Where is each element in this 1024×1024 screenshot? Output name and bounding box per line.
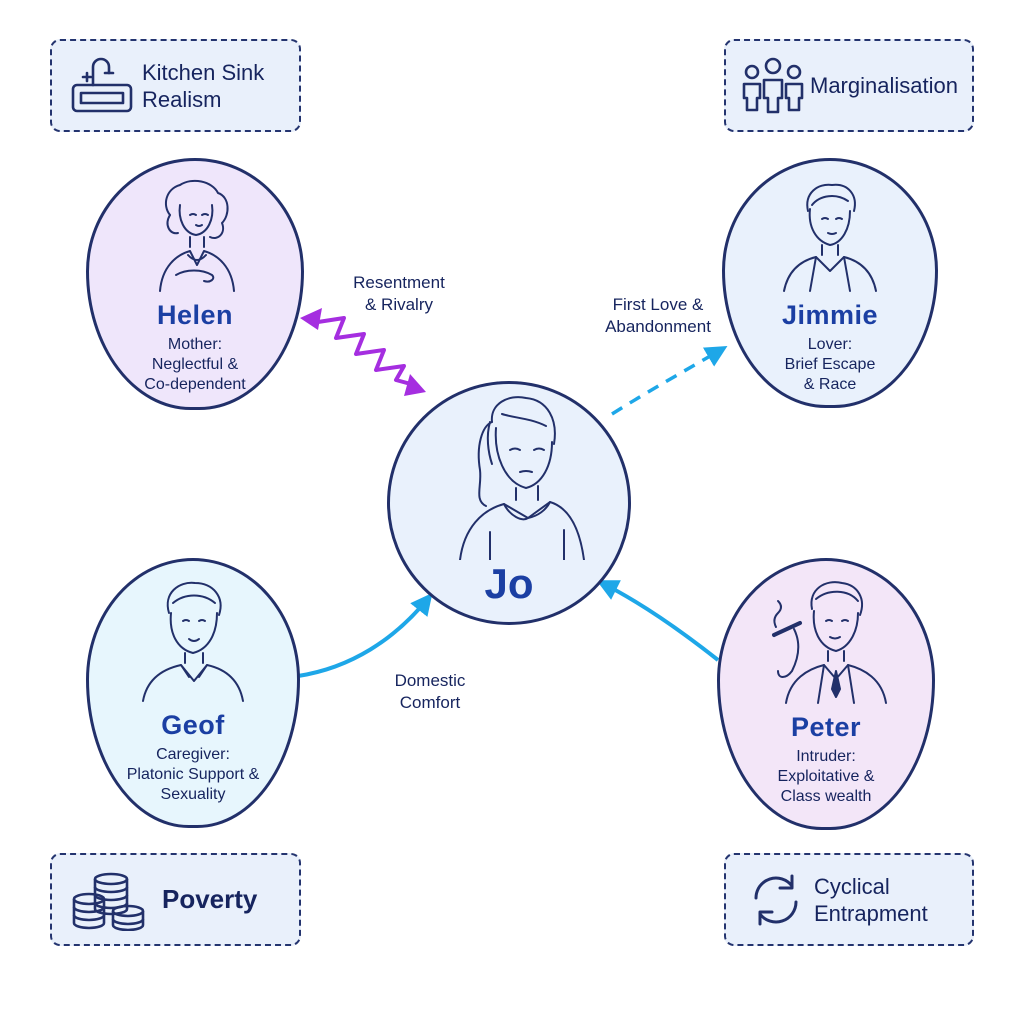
theme-label: Marginalisation [810, 73, 958, 98]
theme-label: Kitchen Sink Realism [142, 59, 265, 112]
character-node-peter: Peter Intruder: Exploitative & Class wea… [717, 558, 935, 830]
center-name: Jo [484, 560, 534, 607]
character-name: Peter [790, 712, 862, 742]
edge-label-helen-jo: Resentment & Rivalry [353, 273, 445, 314]
kitchen-sink-icon [62, 55, 142, 117]
theme-label: Cyclical Entrapment [814, 873, 928, 926]
character-name: Jimmie [781, 300, 879, 330]
theme-poverty: Poverty [50, 853, 301, 946]
theme-marginalisation: Marginalisation [724, 39, 974, 132]
theme-cyclical-entrapment: Cyclical Entrapment [724, 853, 974, 946]
people-group-icon [736, 56, 810, 116]
cycle-arrows-icon [738, 868, 814, 932]
character-name: Helen [156, 300, 234, 330]
peter-jo-arrow [596, 580, 720, 662]
jimmie-portrait-icon [770, 175, 890, 298]
character-role: Intruder: Exploitative & Class wealth [777, 748, 875, 805]
helen-jo-conflict-arrow [300, 308, 426, 396]
theme-label: Poverty [162, 884, 258, 914]
coin-stacks-icon [64, 869, 154, 931]
character-name: Geof [161, 710, 225, 740]
edge-label-geof-jo: Domestic Comfort [394, 671, 466, 712]
edge-label-jo-jimmie: First Love & Abandonment [605, 295, 711, 336]
character-role: Lover: Brief Escape & Race [784, 336, 876, 393]
peter-portrait-icon [756, 575, 896, 710]
character-node-jimmie: Jimmie Lover: Brief Escape & Race [722, 158, 938, 408]
center-node-jo: Jo [387, 381, 631, 625]
character-role: Caregiver: Platonic Support & Sexuality [126, 746, 260, 803]
jo-portrait-icon [430, 392, 594, 565]
theme-kitchen-sink-realism: Kitchen Sink Realism [50, 39, 301, 132]
character-node-helen: Helen Mother: Neglectful & Co-dependent [86, 158, 304, 410]
helen-portrait-icon [140, 175, 250, 298]
character-role: Mother: Neglectful & Co-dependent [144, 336, 246, 393]
geof-portrait-icon [133, 575, 253, 708]
geof-jo-arrow [297, 592, 433, 678]
character-node-geof: Geof Caregiver: Platonic Support & Sexua… [86, 558, 300, 828]
jo-jimmie-arrow [611, 345, 728, 416]
